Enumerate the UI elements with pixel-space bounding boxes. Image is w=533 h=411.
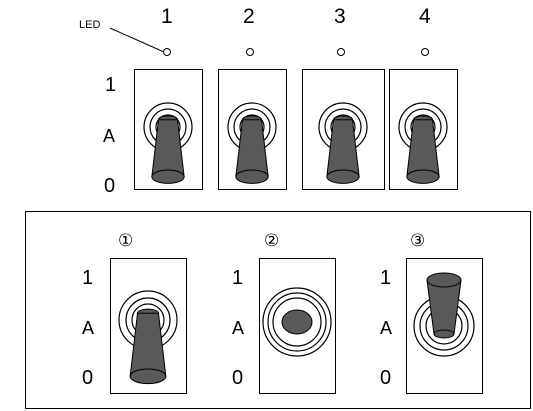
lever-tip-b2 [427, 273, 461, 287]
lever-tip-t0 [152, 170, 184, 183]
lever-base-b2 [434, 330, 454, 338]
lever-tip-t3 [407, 170, 439, 183]
lever-tip-b0 [130, 369, 166, 384]
lever-tip-b1 [282, 310, 312, 334]
lever-tip-t2 [327, 170, 359, 183]
lever-tip-t1 [236, 170, 268, 183]
led-pointer-line [110, 28, 164, 52]
